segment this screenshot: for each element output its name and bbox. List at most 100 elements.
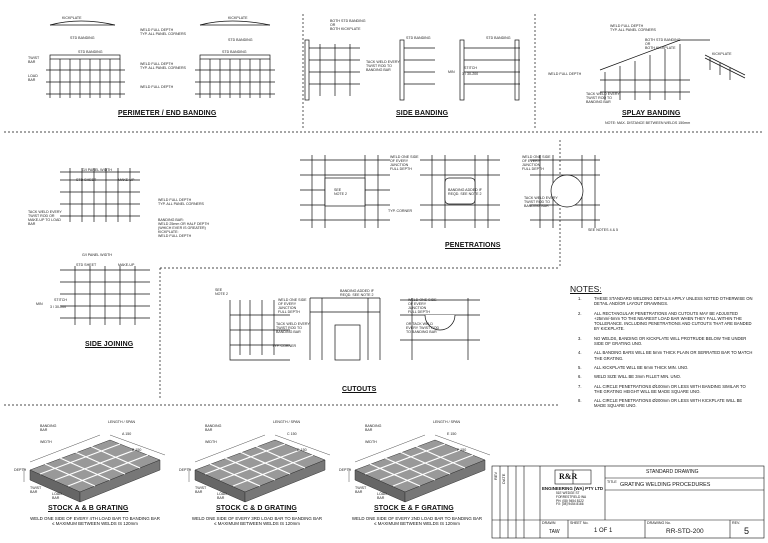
both-banding-label: BOTH STD BANDING OR BOTH KICKPLATE — [330, 19, 366, 31]
stock-ab-title: STOCK A & B GRATING — [48, 505, 129, 512]
rev-label: REV. — [732, 521, 741, 525]
tack-weld-load-label: TACK WELD EVERY TWIST ROD OR MAKE-UP TO … — [28, 210, 62, 226]
side-joining-title: SIDE JOINING — [85, 341, 134, 348]
ab-dim-b: B 150 — [132, 448, 142, 452]
min-label-2: MIN — [36, 302, 43, 306]
note-number: 4. — [578, 350, 582, 356]
note-number: 7. — [578, 383, 582, 389]
side-joining-upper-detail — [60, 168, 140, 222]
gi-panel-label-2: G/I PANEL WIDTH — [82, 253, 112, 257]
note-number: 3. — [578, 335, 582, 341]
cd-dim-c: C 150 — [287, 432, 297, 436]
note-number: 8. — [578, 398, 582, 404]
pen-banding-added: BANDING ADDED IF REQD. SEE NOTE 2 — [448, 188, 482, 196]
std-banding-label-2: STD BANDING — [228, 38, 253, 42]
cd-dim-d: D 150 — [297, 448, 307, 452]
note-text: ALL CIRCLE PENETRATIONS Ø200mm OR LESS W… — [594, 398, 743, 409]
ef-depth: DEPTH — [339, 468, 352, 472]
splay-weld-corners-label: WELD FULL DEPTH TYP. ALL PANEL CORNERS — [610, 24, 656, 32]
stock-ab-desc-text: WELD ONE SIDE OF EVERY 4TH LOAD BAR TO B… — [30, 516, 160, 526]
splay-banding-detail — [599, 39, 746, 100]
drawn-label: DRAWN — [542, 521, 556, 525]
ab-twist-bar: TWIST BAR — [30, 486, 42, 494]
cutouts-title: CUTOUTS — [342, 386, 377, 393]
ab-width: WIDTH — [40, 440, 52, 444]
stock-ef-desc-text: WELD ONE SIDE OF EVERY 2ND LOAD BAR TO B… — [351, 516, 483, 526]
pen-see-notes: SEE NOTES 4 & 5 — [588, 228, 618, 232]
splay-both-banding-label: BOTH STD BANDING OR BOTH KICKPLATE — [645, 38, 681, 50]
std-banding-label-4: STD BANDING — [222, 50, 247, 54]
title-block-frame — [491, 465, 765, 539]
penetrations-detail — [300, 155, 600, 228]
tb-date-col: DATE — [501, 473, 506, 484]
stock-ef-title: STOCK E & F GRATING — [374, 505, 454, 512]
ab-depth: DEPTH — [14, 468, 27, 472]
cut-tack-weld: TACK WELD EVERY TWIST ROD TO BANDING BAR — [276, 322, 310, 334]
tack-weld-label: TACK WELD EVERY TWIST ROD TO BANDING BAR — [366, 60, 400, 72]
ab-load-bar: LOAD BAR — [52, 492, 62, 500]
perimeter-title: PERIMETER / END BANDING — [118, 110, 217, 117]
perimeter-detail — [46, 20, 275, 98]
company-address: 51E WEDGE ST FORRESTFIELD WA PH: (08) 94… — [556, 491, 587, 507]
pen-weld-one-side-2: WELD ONE SIDE OF EVERY JUNCTION FULL DEP… — [522, 155, 551, 171]
notes-title: NOTES: — [570, 284, 602, 294]
splay-tack-weld-label: TACK WELD EVERY TWIST ROD TO BANDING BAR — [586, 92, 620, 104]
stitch-label: STITCH — [464, 66, 477, 70]
cut-weld-one-side: WELD ONE SIDE OF EVERY JUNCTION FULL DEP… — [278, 298, 307, 314]
kickplate-label: KICKPLATE — [62, 16, 82, 20]
stock-cd-title: STOCK C & D GRATING — [216, 505, 297, 512]
note-item: 2. ALL RECTANGULAR PENETRATIONS AND CUTOU… — [578, 311, 754, 332]
drawing-no-value: RR-STD-200 — [666, 528, 704, 535]
twist-bar-label: TWIST BAR — [28, 56, 40, 64]
note-number: 2. — [578, 310, 582, 316]
note-number: 6. — [578, 374, 582, 380]
ab-banding-bar: BANDING BAR — [40, 424, 57, 432]
cd-depth: DEPTH — [179, 468, 192, 472]
pen-tack-weld: TACK WELD EVERY TWIST ROD TO BANDING BAR — [524, 196, 558, 208]
splay-kickplate-label: KICKPLATE — [712, 52, 732, 56]
pen-typ-corner: TYP. CORNER — [388, 209, 413, 213]
kickplate-label-2: KICKPLATE — [228, 16, 248, 20]
ab-length: LENGTH / SPAN — [108, 420, 136, 424]
note-number: 1. — [578, 296, 582, 301]
stock-ab-desc: WELD ONE SIDE OF EVERY 4TH LOAD BAR TO B… — [10, 516, 180, 526]
stitch-dims-label-2: 3 / 30-200 — [50, 305, 67, 309]
cut-weld-one-side-2: WELD ONE SIDE OF EVERY JUNCTION FULL DEP… — [408, 298, 437, 314]
cd-load-bar: LOAD BAR — [217, 492, 227, 500]
cd-width: WIDTH — [205, 440, 217, 444]
std-sheet-label-2: STD SHEET — [76, 263, 97, 267]
side-join-weld-label: WELD FULL DEPTH TYP. ALL PANEL CORNERS — [158, 198, 204, 206]
sheet-label: SHEET No. — [570, 521, 589, 525]
stock-ef-bars — [364, 443, 474, 487]
ef-banding-bar: BANDING BAR — [365, 424, 382, 432]
note-text: ALL KICKPLATE WILL BE 6mm THICK MIN. UNO… — [594, 364, 689, 370]
ef-length: LENGTH / SPAN — [433, 420, 461, 424]
weld-full-depth-label: WELD FULL DEPTH — [140, 85, 174, 89]
note-number: 5. — [578, 364, 582, 370]
std-banding-label: STD BANDING — [70, 36, 95, 40]
note-text: NO WELDS, BANDING OR KICKPLATE WILL PROT… — [594, 335, 747, 347]
note-item: 4. ALL BANDING BARS WILL BE 5mm THICK PLA… — [578, 350, 754, 361]
side-joining-lower-detail — [60, 266, 150, 325]
note-text: ALL BANDING BARS WILL BE 5mm THICK PLAIN… — [594, 350, 753, 361]
cd-twist-bar: TWIST BAR — [195, 486, 207, 494]
ef-dim-f: F 150 — [457, 448, 467, 452]
cut-banding-added: BANDING ADDED IF REQD. SEE NOTE 2 — [340, 289, 374, 297]
stitch-dims-label: 3 / 30-200 — [462, 72, 479, 76]
pen-see-note-2: SEE NOTE 2 — [334, 188, 347, 196]
note-item: 3. NO WELDS, BANDING OR KICKPLATE WILL PR… — [578, 336, 754, 347]
company-name: ENGINEERING (WA) PTY LTD — [542, 486, 604, 491]
rev-value: 5 — [744, 526, 750, 536]
ef-width: WIDTH — [365, 440, 377, 444]
stock-cd-desc: WELD ONE SIDE OF EVERY 3RD LOAD BAR TO B… — [172, 516, 342, 526]
note-item: 6.WELD SIZE WILL BE 3mm FILLET MIN. UNO. — [578, 374, 754, 379]
weld-corners-label-2: WELD FULL DEPTH TYP. ALL PANEL CORNERS — [140, 62, 186, 70]
note-text: ALL CIRCLE PENETRATIONS Ø100mm OR LESS W… — [594, 383, 746, 394]
stock-cd-desc-text: WELD ONE SIDE OF EVERY 3RD LOAD BAR TO B… — [191, 516, 323, 526]
make-up-label: MAKE-UP — [118, 178, 135, 182]
note-text: ALL RECTANGULAR PENETRATIONS AND CUTOUTS… — [594, 310, 752, 332]
title-label: TITLE — [607, 480, 617, 484]
ab-dim-a: A 150 — [122, 432, 132, 436]
